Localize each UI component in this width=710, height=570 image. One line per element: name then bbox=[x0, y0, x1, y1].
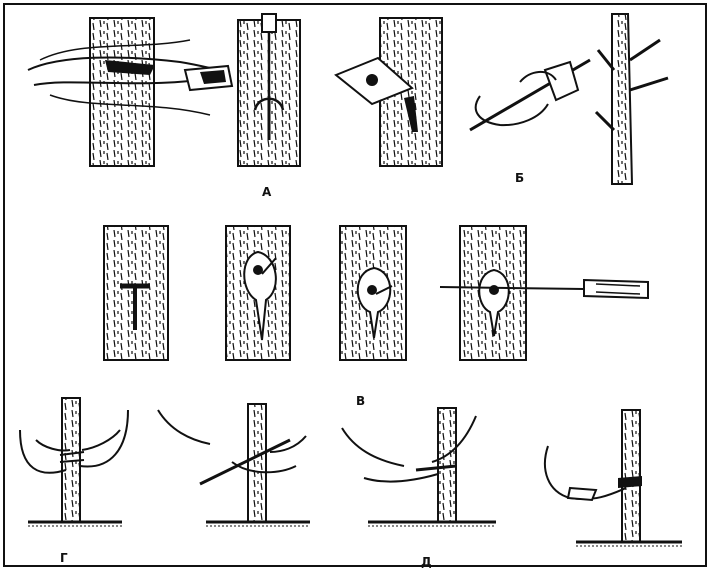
trunk-bud-placed bbox=[340, 226, 406, 360]
trunk-bud-with-knife bbox=[440, 226, 648, 360]
panel-label-b: Б bbox=[515, 172, 524, 184]
panel-label-v: В bbox=[356, 395, 365, 407]
panel-label-a: А bbox=[262, 186, 271, 198]
panel-label-g: Г bbox=[60, 552, 68, 564]
panel-label-d: Д bbox=[421, 556, 432, 568]
trunk-t-cut bbox=[238, 14, 300, 166]
panel-d bbox=[158, 404, 682, 546]
trunk-tying bbox=[28, 18, 232, 166]
trunk-t-incision bbox=[104, 226, 168, 360]
trunk-bud-inserting bbox=[226, 226, 290, 360]
hand-with-scion bbox=[470, 14, 668, 184]
panel-a bbox=[28, 14, 668, 184]
panel-v bbox=[104, 226, 648, 360]
panel-g bbox=[20, 398, 128, 526]
trunk-knife bbox=[336, 18, 442, 166]
